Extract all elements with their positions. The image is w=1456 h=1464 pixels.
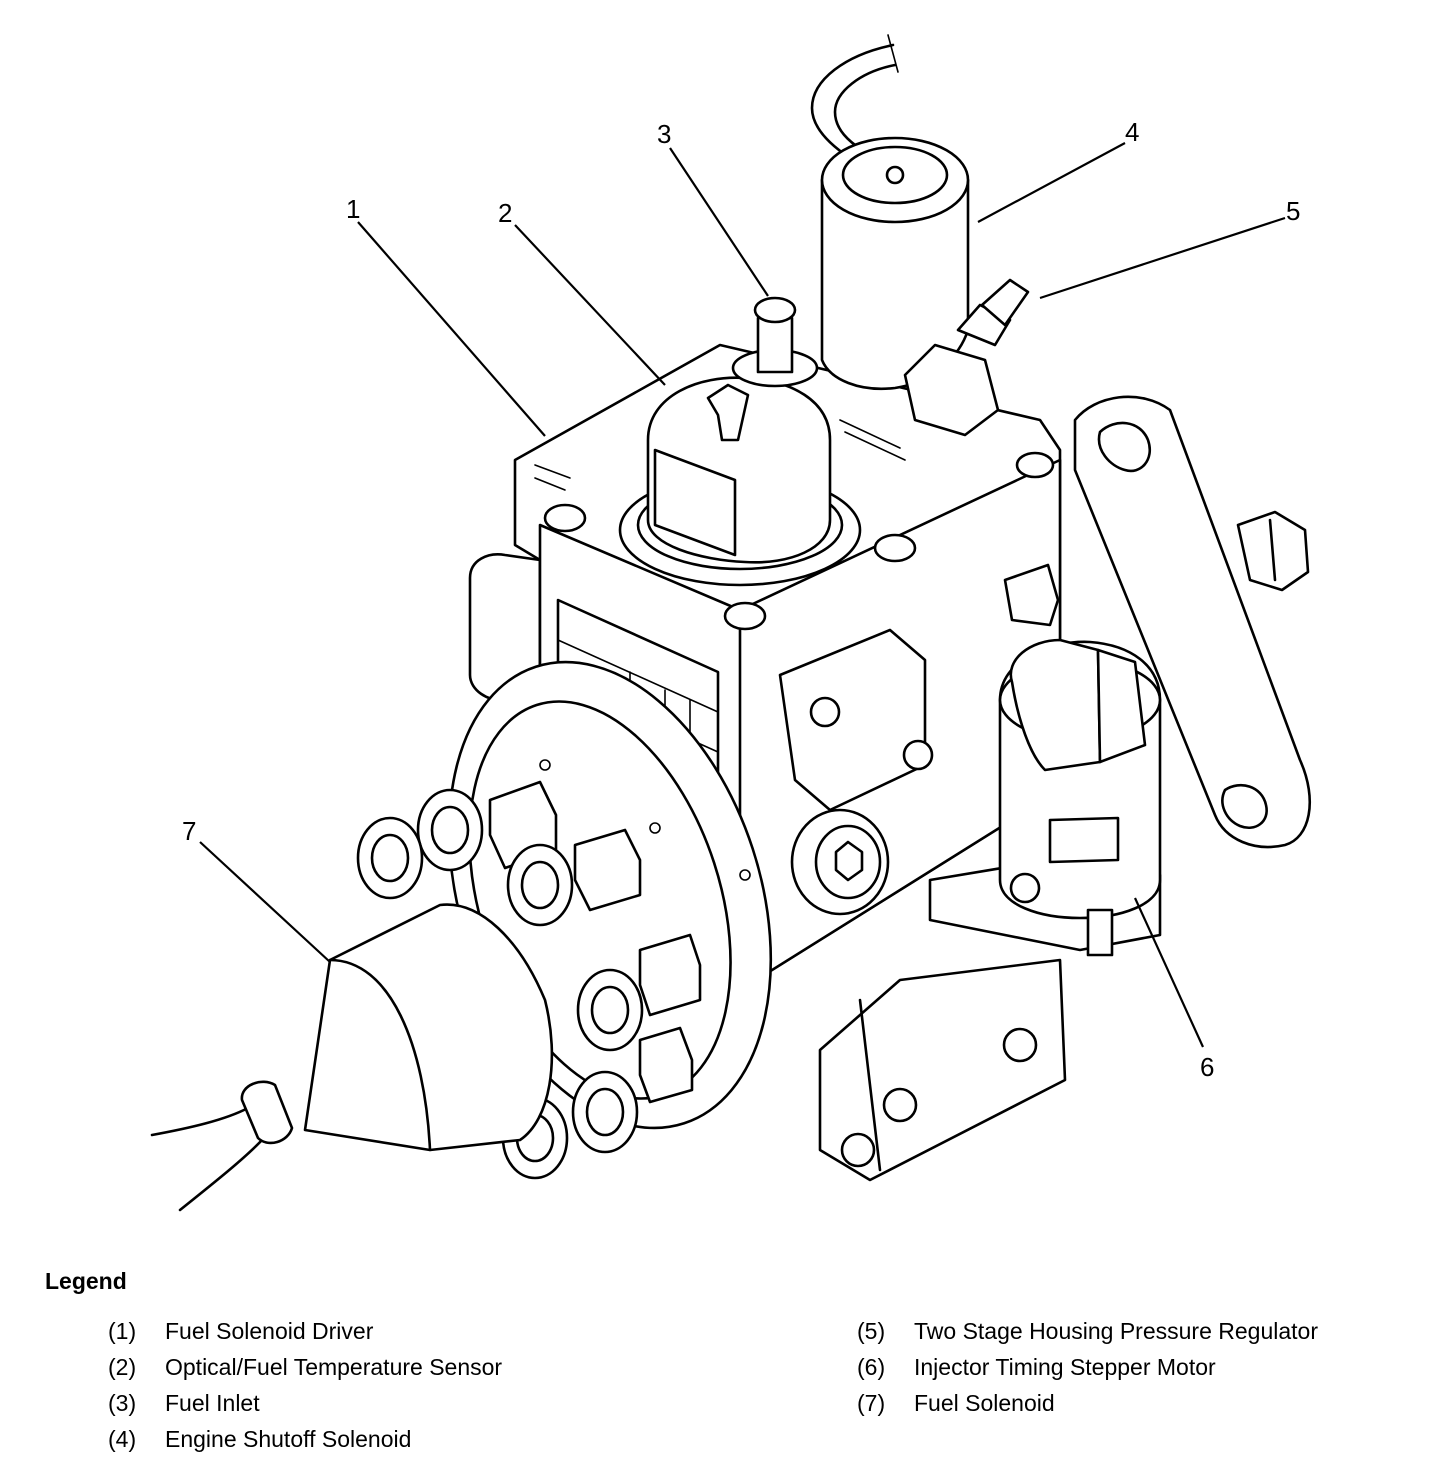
injector-timing-stepper-motor — [928, 638, 1162, 957]
legend-item: (6) Injector Timing Stepper Motor — [857, 1354, 1318, 1390]
legend-number: (7) — [857, 1390, 886, 1416]
callout-1: 1 — [346, 194, 360, 224]
legend-title: Legend — [45, 1268, 127, 1294]
legend-label: Fuel Solenoid — [914, 1390, 1055, 1416]
legend-item: (5) Two Stage Housing Pressure Regulator — [857, 1318, 1318, 1354]
callout-7: 7 — [182, 816, 196, 846]
fuel-inlet — [731, 296, 819, 388]
legend-number: (3) — [108, 1390, 137, 1416]
shutoff-solenoid-wires — [810, 34, 899, 160]
fuel-solenoid-wires — [150, 1106, 264, 1212]
callout-2: 2 — [498, 198, 512, 228]
legend-item: (3) Fuel Inlet — [108, 1390, 502, 1426]
side-cover — [778, 563, 1060, 812]
engine-shutoff-solenoid — [820, 136, 970, 391]
mounting-flange — [1073, 395, 1312, 849]
leader-lines — [199, 142, 1286, 1048]
callout-4: 4 — [1125, 117, 1139, 147]
legend-item: (2) Optical/Fuel Temperature Sensor — [108, 1354, 502, 1390]
callout-6: 6 — [1200, 1052, 1214, 1082]
callout-5: 5 — [1286, 196, 1300, 226]
housing-bolts — [543, 451, 1055, 631]
legend-item: (7) Fuel Solenoid — [857, 1390, 1318, 1426]
legend-number: (2) — [108, 1354, 137, 1380]
legend-number: (6) — [857, 1354, 886, 1380]
legend-number: (1) — [108, 1318, 137, 1344]
legend-item: (1) Fuel Solenoid Driver — [108, 1318, 502, 1354]
legend-column-left: (1) Fuel Solenoid Driver (2) Optical/Fuel … — [108, 1318, 502, 1462]
legend-column-right: (5)Two Stage Housing Pressure Regulator … — [857, 1318, 1318, 1426]
legend-item: (4) Engine Shutoff Solenoid — [108, 1426, 502, 1462]
legend-label: Engine Shutoff Solenoid — [165, 1426, 412, 1452]
legend-label: Fuel Inlet — [165, 1390, 260, 1416]
legend-label: Optical/Fuel Temperature Sensor — [165, 1354, 503, 1380]
callout-3: 3 — [657, 119, 671, 149]
fuel-solenoid — [240, 903, 554, 1152]
legend-label: Injector Timing Stepper Motor — [914, 1354, 1216, 1380]
hex-plug — [790, 808, 890, 916]
legend-number: (5) — [857, 1318, 886, 1344]
legend-number: (4) — [108, 1426, 137, 1452]
housing-pressure-regulator — [903, 278, 1030, 437]
optical-fuel-temperature-sensor — [618, 376, 862, 587]
legend-label: Fuel Solenoid Driver — [165, 1318, 374, 1344]
legend-label: Two Stage Housing Pressure Regulator — [914, 1318, 1318, 1344]
injection-pump-diagram: 1 2 3 4 5 6 7 — [150, 34, 1312, 1212]
advance-assembly — [818, 958, 1067, 1182]
fuel-outlet-fittings — [356, 780, 702, 1180]
